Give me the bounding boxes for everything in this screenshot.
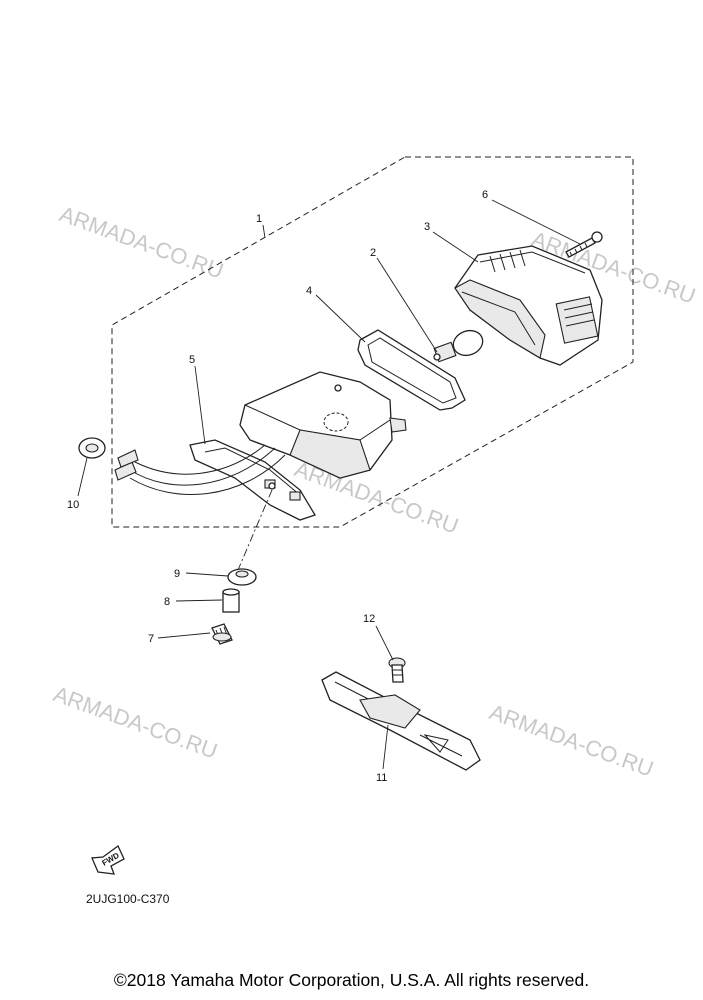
- part-3-lens: [454, 245, 603, 366]
- callout-10: 10: [67, 499, 79, 511]
- fwd-arrow-icon: FWD: [91, 845, 125, 875]
- callout-9: 9: [174, 568, 180, 580]
- part-10-grommet: [78, 437, 106, 459]
- taillight-base: [239, 371, 407, 479]
- copyright-notice: ©2018 Yamaha Motor Corporation, U.S.A. A…: [113, 970, 590, 990]
- centerline: [237, 489, 273, 571]
- callout-12: 12: [363, 613, 375, 625]
- callout-11: 11: [376, 772, 387, 784]
- watermark: ARMADA-CO.RU: [56, 201, 227, 283]
- callout-6: 6: [482, 189, 488, 201]
- part-2-bulb: [433, 329, 484, 363]
- wire-harness: [114, 444, 286, 495]
- part-9-grommet: [227, 568, 257, 586]
- callout-8: 8: [164, 596, 170, 608]
- part-8-collar: [222, 588, 240, 613]
- callout-3: 3: [424, 221, 430, 233]
- callout-7: 7: [148, 633, 154, 645]
- diagram-code: 2UJG100-C370: [86, 892, 170, 906]
- callout-5: 5: [189, 354, 195, 366]
- watermark: ARMADA-CO.RU: [291, 456, 462, 538]
- callout-labels: 1 2 3 4 5 6 7 8 9 10 11 12: [67, 189, 488, 784]
- callout-1: 1: [256, 213, 262, 225]
- watermark: ARMADA-CO.RU: [486, 699, 657, 781]
- callout-4: 4: [306, 285, 312, 297]
- part-11-plate-bracket: [321, 671, 481, 771]
- part-6-screw: [565, 231, 603, 258]
- watermark: ARMADA-CO.RU: [50, 681, 221, 763]
- part-12-bolt: [388, 657, 406, 683]
- callout-2: 2: [370, 247, 376, 259]
- part-7-bolt: [211, 623, 233, 645]
- leader-lines: [77, 199, 581, 770]
- part-5-bracket: [189, 439, 316, 521]
- part-4-gasket: [357, 329, 466, 411]
